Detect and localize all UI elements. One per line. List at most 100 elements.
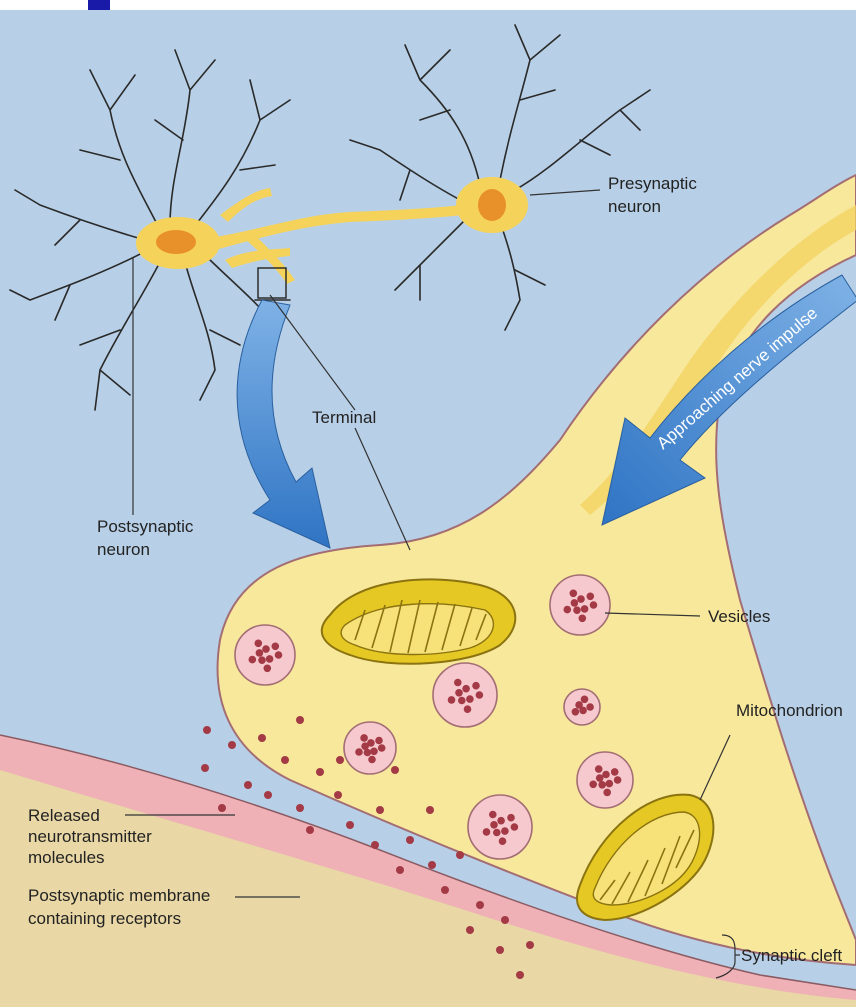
vesicle-molecule (464, 705, 472, 713)
vesicle-molecule (448, 696, 456, 704)
membrane-label-line1: Postsynaptic membrane (28, 886, 210, 905)
vesicle-molecule (573, 606, 581, 614)
vesicle-molecule (454, 679, 462, 687)
neurotransmitter-dot (203, 726, 211, 734)
vesicle (344, 722, 396, 774)
vesicle-molecule (493, 829, 501, 837)
terminal-label: Terminal (312, 408, 376, 427)
vesicle-molecule (571, 599, 579, 607)
vesicle-molecule (598, 781, 606, 789)
vesicle-molecule (462, 685, 470, 693)
neurotransmitter-dot (526, 941, 534, 949)
membrane-label-line2: containing receptors (28, 909, 181, 928)
vesicle-molecule (577, 595, 585, 603)
neurotransmitter-dot (466, 926, 474, 934)
neurotransmitter-dot (296, 804, 304, 812)
vesicle-molecule (483, 828, 491, 836)
vesicle-molecule (602, 771, 610, 779)
postsynaptic-label-line2: neuron (97, 540, 150, 559)
neurotransmitter-dot (376, 806, 384, 814)
neurotransmitter-dot (201, 764, 209, 772)
vesicle-molecule (507, 814, 515, 822)
neurotransmitter-dot (306, 826, 314, 834)
vesicle-molecule (378, 744, 386, 752)
vesicle-molecule (458, 697, 466, 705)
vesicle-molecule (476, 691, 484, 699)
neurotransmitter-dot (371, 841, 379, 849)
vesicle-molecule (254, 640, 262, 648)
presynaptic-nucleus (478, 189, 506, 221)
vesicle-molecule (455, 689, 463, 697)
vesicle-molecule (360, 734, 368, 742)
released-label-line1: Released (28, 806, 100, 825)
vesicle-molecule (587, 593, 595, 601)
vesicle-molecule (262, 645, 270, 653)
vesicle (468, 795, 532, 859)
vesicle-molecule (275, 651, 283, 659)
neurotransmitter-dot (336, 756, 344, 764)
vesicle-molecule (570, 590, 578, 598)
postsynaptic-label-line1: Postsynaptic (97, 517, 194, 536)
vesicle-molecule (249, 656, 257, 664)
vesicle-molecule (595, 765, 603, 773)
neurotransmitter-dot (426, 806, 434, 814)
vesicle-molecule (499, 837, 507, 845)
vesicle-molecule (497, 817, 505, 825)
neurotransmitter-dot (316, 768, 324, 776)
neurotransmitter-dot (501, 916, 509, 924)
neurotransmitter-dot (264, 791, 272, 799)
vesicle-molecule (466, 695, 474, 703)
vesicle-molecule (501, 827, 509, 835)
top-edge-bar (0, 0, 856, 10)
mitochondrion-label: Mitochondrion (736, 701, 843, 720)
vesicle-molecule (572, 708, 580, 716)
vesicle-molecule (603, 789, 611, 797)
vesicle-molecule (564, 606, 572, 614)
neurotransmitter-dot (346, 821, 354, 829)
vesicle (577, 752, 633, 808)
vesicles-label: Vesicles (708, 607, 770, 626)
vesicle (235, 625, 295, 685)
presynaptic-label-line2: neuron (608, 197, 661, 216)
neurotransmitter-dot (296, 716, 304, 724)
vesicle (564, 689, 600, 725)
vesicle-molecule (256, 649, 264, 657)
vesicle-molecule (355, 748, 363, 756)
vesicle-molecule (489, 811, 497, 819)
vesicle-molecule (590, 601, 598, 609)
neurotransmitter-dot (516, 971, 524, 979)
vesicle-molecule (375, 737, 383, 745)
neurotransmitter-dot (406, 836, 414, 844)
neurotransmitter-dot (441, 886, 449, 894)
vesicle-molecule (370, 748, 378, 756)
vesicle-molecule (472, 682, 480, 690)
vesicle-molecule (511, 823, 519, 831)
neurotransmitter-dot (428, 861, 436, 869)
corner-accent (88, 0, 110, 10)
vesicle-molecule (367, 739, 375, 747)
neurotransmitter-dot (228, 741, 236, 749)
vesicle-molecule (490, 821, 498, 829)
presynaptic-label-line1: Presynaptic (608, 174, 697, 193)
neurotransmitter-dot (281, 756, 289, 764)
vesicle-molecule (586, 703, 594, 711)
neurotransmitter-dot (258, 734, 266, 742)
neurotransmitter-dot (391, 766, 399, 774)
vesicle-molecule (579, 615, 587, 623)
neurotransmitter-dot (244, 781, 252, 789)
vesicle-molecule (589, 781, 597, 789)
released-label-line2: neurotransmitter (28, 827, 152, 846)
neurotransmitter-dot (476, 901, 484, 909)
vesicle-molecule (258, 656, 266, 664)
neurotransmitter-dot (456, 851, 464, 859)
vesicle-molecule (266, 655, 274, 663)
vesicle-molecule (575, 701, 583, 709)
vesicle-molecule (581, 605, 589, 613)
vesicle (550, 575, 610, 635)
vesicle-molecule (264, 665, 272, 673)
neurotransmitter-dot (496, 946, 504, 954)
neurotransmitter-dot (334, 791, 342, 799)
vesicle-molecule (272, 643, 280, 651)
vesicle-molecule (606, 780, 614, 788)
